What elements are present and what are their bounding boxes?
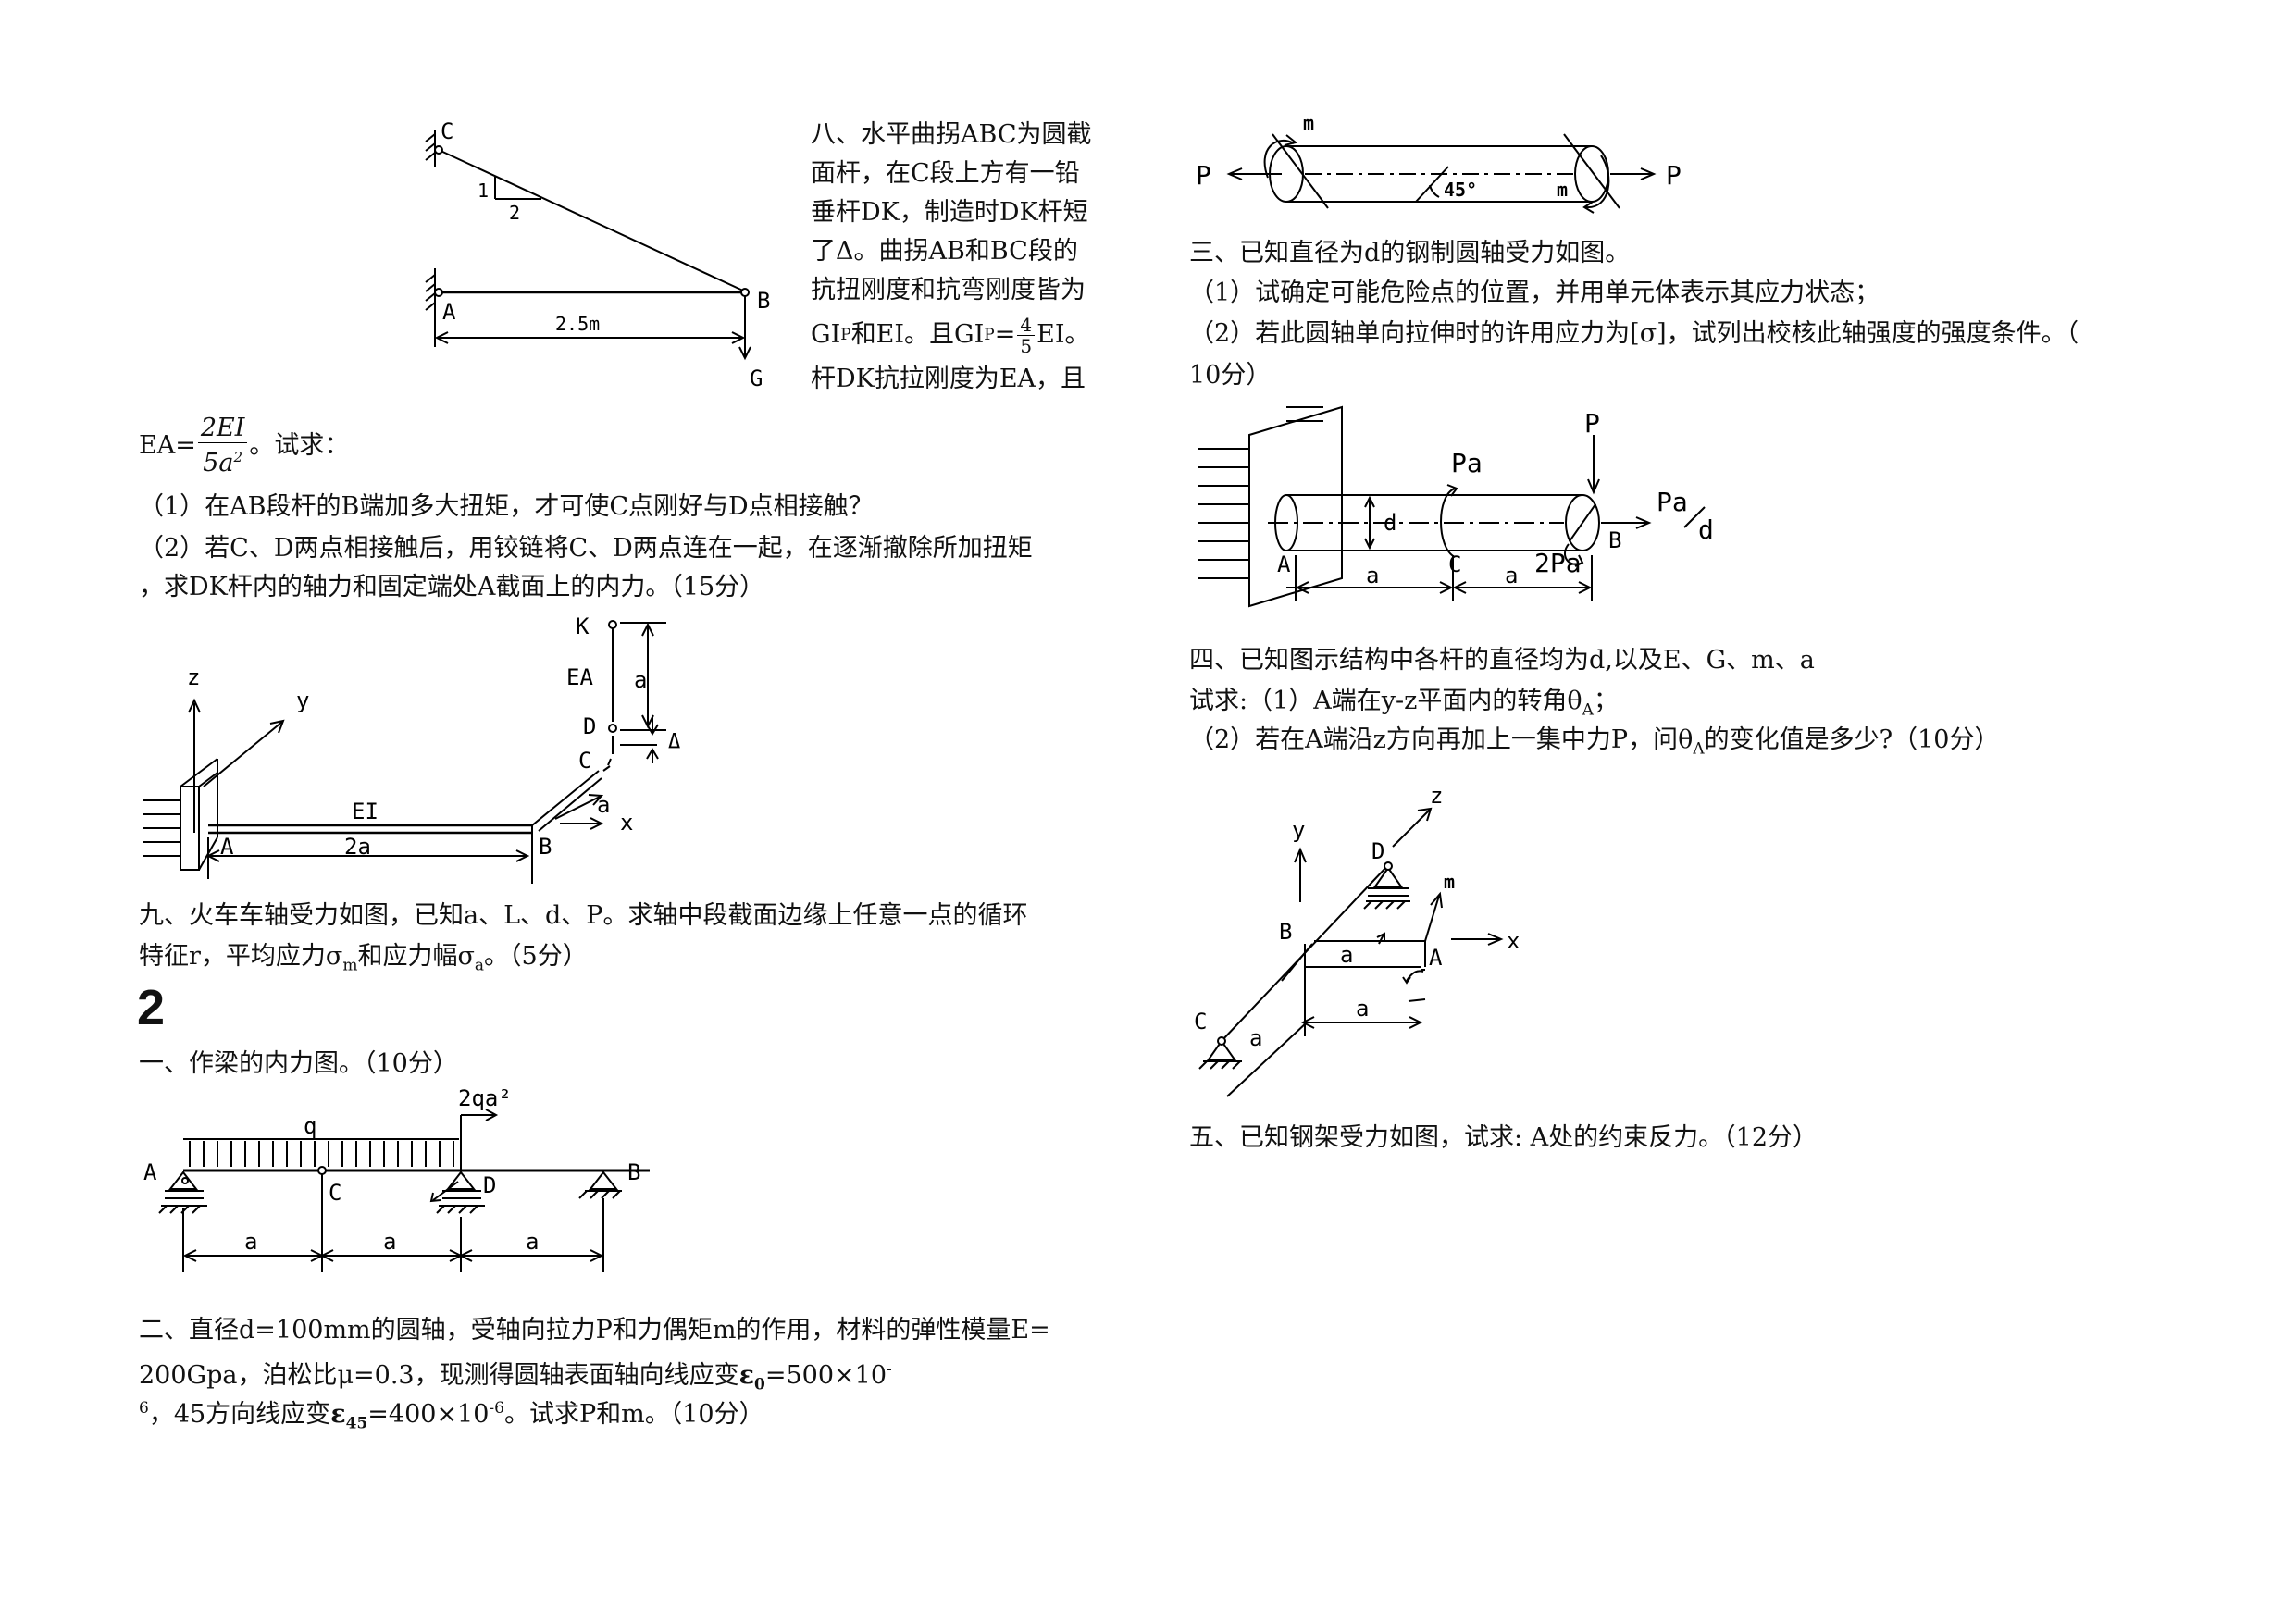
label-c: C <box>1448 551 1461 577</box>
label-a: A <box>220 834 234 860</box>
label-a-vertical: a <box>634 667 647 693</box>
label-c: C <box>329 1180 341 1206</box>
label-g: G <box>750 365 763 391</box>
q4-question-1: 试求:（1）A端在y-z平面内的转角θA； <box>1189 687 1619 720</box>
label-b: B <box>757 288 770 314</box>
label-b: B <box>627 1159 640 1185</box>
figure-3d-frame: y z x D m B A C a a a <box>1194 783 1520 1097</box>
q5-title: 五、已知钢架受力如图，试求: A处的约束反力。（12分） <box>1189 1123 1818 1152</box>
label-ei: EI <box>352 799 379 824</box>
q2-line-1: 二、直径d=100mm的圆轴，受轴向拉力P和力偶矩m的作用，材料的弹性模量E= <box>139 1316 1050 1344</box>
label-pa-d-denominator: d <box>1698 514 1714 545</box>
label-c: C <box>1194 1009 1207 1035</box>
q8-line-3: 垂杆DK，制造时DK杆短 <box>811 198 1088 227</box>
q1-title: 一、作梁的内力图。（10分） <box>139 1049 458 1078</box>
q8-line-2: 面杆，在C段上方有一铅 <box>811 159 1080 188</box>
label-d: D <box>1371 838 1384 864</box>
q9-line-2: 特征r，平均应力σm和应力幅σa。（5分） <box>139 942 588 975</box>
q8-question-2a: （2）若C、D两点相接触后，用铰链将C、D两点连在一起，在逐渐撤除所加扭矩 <box>139 534 1033 563</box>
label-a-3: a <box>1249 1025 1262 1051</box>
axis-z: z <box>1430 783 1443 809</box>
label-a: A <box>1277 551 1291 577</box>
label-d: d <box>1384 510 1396 536</box>
q8-line-4: 了Δ。曲拐AB和BC段的 <box>811 237 1078 266</box>
q3-question-2: （2）若此圆轴单向拉伸时的许用应力为[σ]，试列出校核此轴强度的强度条件。（ <box>1189 319 2079 348</box>
label-2pa: 2Pa <box>1534 548 1582 578</box>
label-length: 2.5m <box>555 313 600 335</box>
axis-y: y <box>296 688 309 713</box>
label-m: m <box>1444 871 1455 893</box>
label-a-1: a <box>1366 563 1379 588</box>
label-a-2: a <box>1356 996 1369 1022</box>
q8-question-2b: ，求DK杆内的轴力和固定端处A截面上的内力。（15分） <box>139 573 765 601</box>
label-a-3: a <box>526 1229 539 1255</box>
label-delta: Δ <box>668 730 680 753</box>
label-a: A <box>442 299 456 325</box>
label-p-left: P <box>1196 160 1211 191</box>
label-ea: EA <box>566 664 593 690</box>
q3-title: 三、已知直径为d的钢制圆轴受力如图。 <box>1189 239 1631 267</box>
q8-line-5: 抗扭刚度和抗弯刚度皆为 <box>811 276 1086 304</box>
label-pa: Pa <box>1451 448 1483 478</box>
label-a: A <box>143 1159 157 1185</box>
label-m-right: m <box>1557 179 1568 201</box>
label-d: D <box>583 713 596 739</box>
label-pa-d-numerator: Pa <box>1657 487 1688 517</box>
label-b: B <box>539 834 552 860</box>
figure-beam: 2qa² q A C D B a a a <box>143 1085 650 1272</box>
label-2: 2 <box>509 202 520 224</box>
q8-side-text: 八、水平曲拐ABC为圆截 面杆，在C段上方有一铅 垂杆DK，制造时DK杆短 了Δ… <box>811 116 1125 399</box>
axis-x: x <box>1507 928 1520 954</box>
label-c: C <box>578 748 591 774</box>
label-p-right: P <box>1666 160 1682 191</box>
label-a-2: a <box>1505 563 1518 588</box>
label-45: 45° <box>1444 179 1477 201</box>
q9-line-1: 九、火车车轴受力如图，已知a、L、d、P。求轴中段截面边缘上任意一点的循环 <box>139 901 1028 930</box>
label-a: A <box>1429 945 1443 971</box>
q8-question-1: （1）在AB段杆的B端加多大扭矩，才可使C点刚好与D点相接触？ <box>139 492 874 521</box>
label-k: K <box>576 613 590 639</box>
q4-question-2: （2）若在A端沿z方向再加上一集中力P，问θA的变化值是多少?（10分） <box>1189 725 2000 759</box>
q8-line-1: 八、水平曲拐ABC为圆截 <box>811 120 1092 149</box>
q2-line-2: 200Gpa，泊松比μ=0.3，现测得圆轴表面轴向线应变ε0=500×10- <box>139 1360 892 1394</box>
label-2qa2: 2qa² <box>458 1085 512 1111</box>
label-q: q <box>304 1113 316 1139</box>
label-a-diagonal: a <box>597 792 610 818</box>
label-c: C <box>441 118 453 144</box>
axis-y: y <box>1292 817 1305 843</box>
label-1: 1 <box>478 180 489 202</box>
label-b: B <box>1279 919 1292 945</box>
axis-x: x <box>620 810 633 836</box>
q2-line-3: 6，45方向线应变ε45=400×10-6。试求P和m。（10分） <box>139 1399 764 1433</box>
axis-z: z <box>187 664 200 690</box>
label-p: P <box>1584 408 1600 439</box>
label-2a: 2a <box>344 834 371 860</box>
figure-shaft-pm: P P m m 45° <box>1196 112 1682 214</box>
figure-q8-3d: z y x K EA a D C Δ EI a A 2a B <box>143 613 680 884</box>
label-d: D <box>483 1172 496 1198</box>
figure-cantilever-shaft: Pa P Pa d d A C B a a 2Pa <box>1198 405 1714 608</box>
q4-title: 四、已知图示结构中各杆的直径均为d,以及E、G、m、a <box>1189 646 1815 675</box>
section-number: 2 <box>137 980 166 1035</box>
label-a-1: a <box>1340 942 1353 968</box>
q8-line-7: 杆DK抗拉刚度为EA，且 <box>811 365 1086 393</box>
label-a-2: a <box>383 1229 396 1255</box>
label-a-1: a <box>244 1229 257 1255</box>
q3-question-2-cont: 10分） <box>1189 361 1272 390</box>
label-m-left: m <box>1303 112 1314 134</box>
label-b: B <box>1608 527 1621 553</box>
q3-question-1: （1）试确定可能危险点的位置，并用单元体表示其应力状态； <box>1189 279 1880 307</box>
figure-q8-top: C 1 2 A B G 2.5m <box>425 118 770 391</box>
